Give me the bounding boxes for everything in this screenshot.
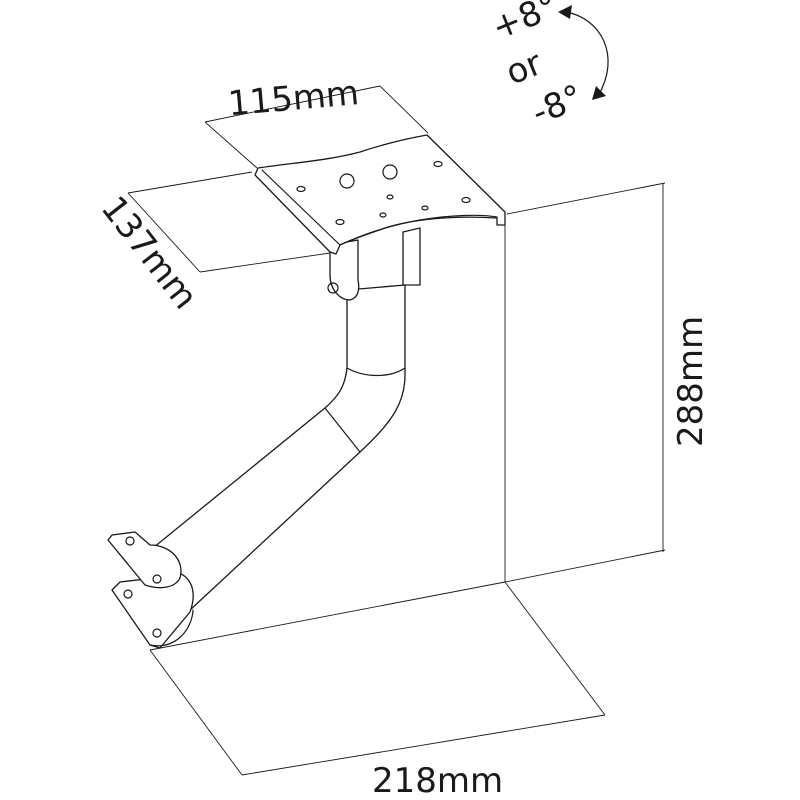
dimension-lines <box>127 85 666 776</box>
mounting-plate <box>254 134 506 301</box>
tilt-or-label: or <box>500 43 547 93</box>
tilt-minus-label: -8° <box>526 77 588 133</box>
depth-label: 137mm <box>93 189 205 317</box>
wall-clamp <box>107 531 194 649</box>
tilt-plus-label: +8° <box>486 0 563 48</box>
tilt-arrow-icon <box>558 5 609 100</box>
arm-tube <box>147 284 406 611</box>
width-label: 115mm <box>226 73 360 124</box>
height-label: 288mm <box>671 316 711 447</box>
reach-label: 218mm <box>372 761 503 800</box>
